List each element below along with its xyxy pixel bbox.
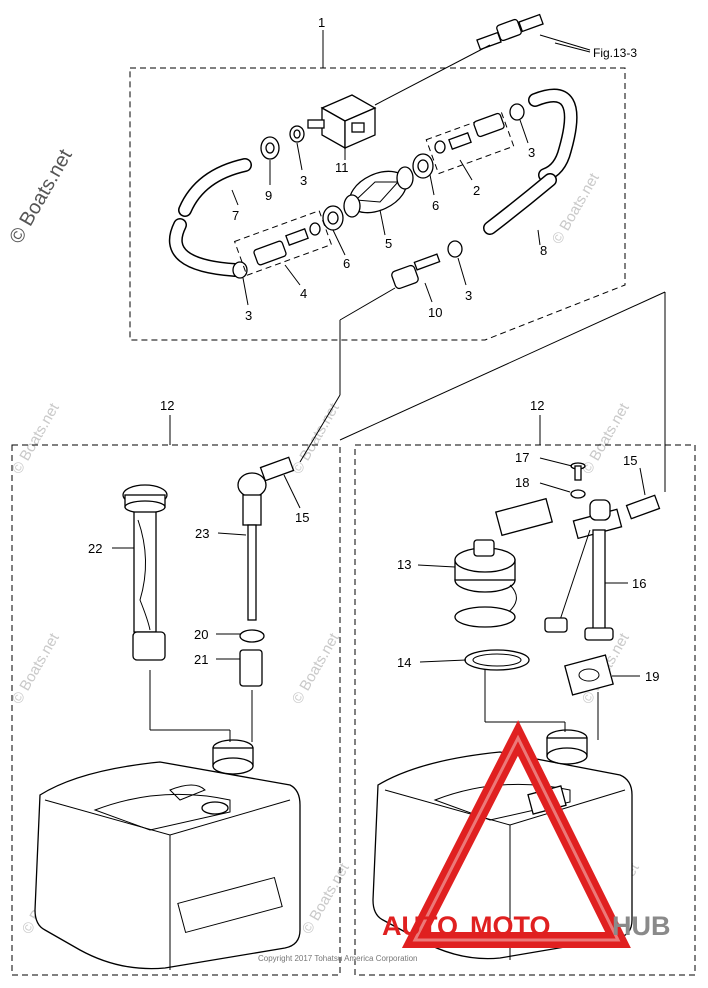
fuel-gauge-22 xyxy=(122,484,168,661)
watermark: © Boats.net xyxy=(9,630,63,707)
label-10: 10 xyxy=(428,305,442,320)
o-ring-20 xyxy=(239,629,265,643)
label-15: 15 xyxy=(623,453,637,468)
o-ring xyxy=(454,606,516,628)
label-9: 9 xyxy=(265,188,272,203)
label-2: 2 xyxy=(473,183,480,198)
fuel-filter-11 xyxy=(307,94,377,150)
label-19: 19 xyxy=(645,669,659,684)
logo-text-hub: HUB xyxy=(612,911,671,941)
watermark: © Boats.net xyxy=(289,400,343,477)
label-3: 3 xyxy=(245,308,252,323)
pickup-tube-23 xyxy=(237,456,295,621)
label-5: 5 xyxy=(385,236,392,251)
connector-10 xyxy=(391,253,441,290)
watermark: © Boats.net xyxy=(9,400,63,477)
gasket-sheet xyxy=(494,497,554,537)
label-3: 3 xyxy=(465,288,472,303)
label-3: 3 xyxy=(528,145,535,160)
primer-bulb-5 xyxy=(343,166,414,218)
filter-21 xyxy=(239,649,263,687)
watermark: © Boats.net xyxy=(289,630,343,707)
ring-14 xyxy=(464,649,530,671)
gasket-19 xyxy=(564,654,614,696)
leader-connector-right xyxy=(339,291,666,441)
connector-fig13-3 xyxy=(374,13,591,106)
fuel-unit-16 xyxy=(544,494,661,641)
label-4: 4 xyxy=(300,286,307,301)
label-14: 14 xyxy=(397,655,411,670)
cap-13 xyxy=(454,539,517,616)
logo-triangle xyxy=(401,720,631,948)
automotohub-logo: AUTO MOTO HUB xyxy=(382,720,671,948)
label-17: 17 xyxy=(515,450,529,465)
label-11: 11 xyxy=(335,160,349,175)
label-group-12-right: 12 xyxy=(530,398,544,413)
label-group-12-left: 12 xyxy=(160,398,174,413)
label-group-1: 1 xyxy=(318,15,325,30)
left-tank-box xyxy=(11,444,341,976)
hose-7 xyxy=(168,158,252,277)
label-6: 6 xyxy=(343,256,350,271)
washer-18 xyxy=(570,489,586,499)
watermark-main: © Boats.net xyxy=(5,145,77,247)
copyright-text: Copyright 2017 Tohatsu America Corporati… xyxy=(258,954,418,963)
label-3: 3 xyxy=(300,173,307,188)
check-valve-2 xyxy=(434,112,505,154)
logo-text-auto: AUTO xyxy=(382,911,458,941)
label-23: 23 xyxy=(195,526,209,541)
check-valve-4 xyxy=(253,222,321,266)
hose-8 xyxy=(483,88,578,235)
watermark: © Boats.net xyxy=(549,170,603,247)
watermark: © Boats.net xyxy=(299,860,353,937)
logo-text-moto: MOTO xyxy=(470,911,551,941)
label-13: 13 xyxy=(397,557,411,572)
clip-3 xyxy=(509,103,525,121)
label-20: 20 xyxy=(194,627,208,642)
label-21: 21 xyxy=(194,652,208,667)
label-7: 7 xyxy=(232,208,239,223)
screw-17 xyxy=(570,462,586,481)
label-8: 8 xyxy=(540,243,547,258)
label-16: 16 xyxy=(632,576,646,591)
leader-lines xyxy=(112,42,646,677)
hose-assembly-box xyxy=(129,67,626,341)
label-15: 15 xyxy=(295,510,309,525)
label-6: 6 xyxy=(432,198,439,213)
leader-connector-left xyxy=(339,287,396,321)
label-22: 22 xyxy=(88,541,102,556)
clip-3 xyxy=(447,240,463,258)
figure-ref[interactable]: Fig.13-3 xyxy=(593,46,637,60)
label-18: 18 xyxy=(515,475,529,490)
right-tank-box xyxy=(354,444,696,976)
fuel-tank-left xyxy=(34,739,301,970)
